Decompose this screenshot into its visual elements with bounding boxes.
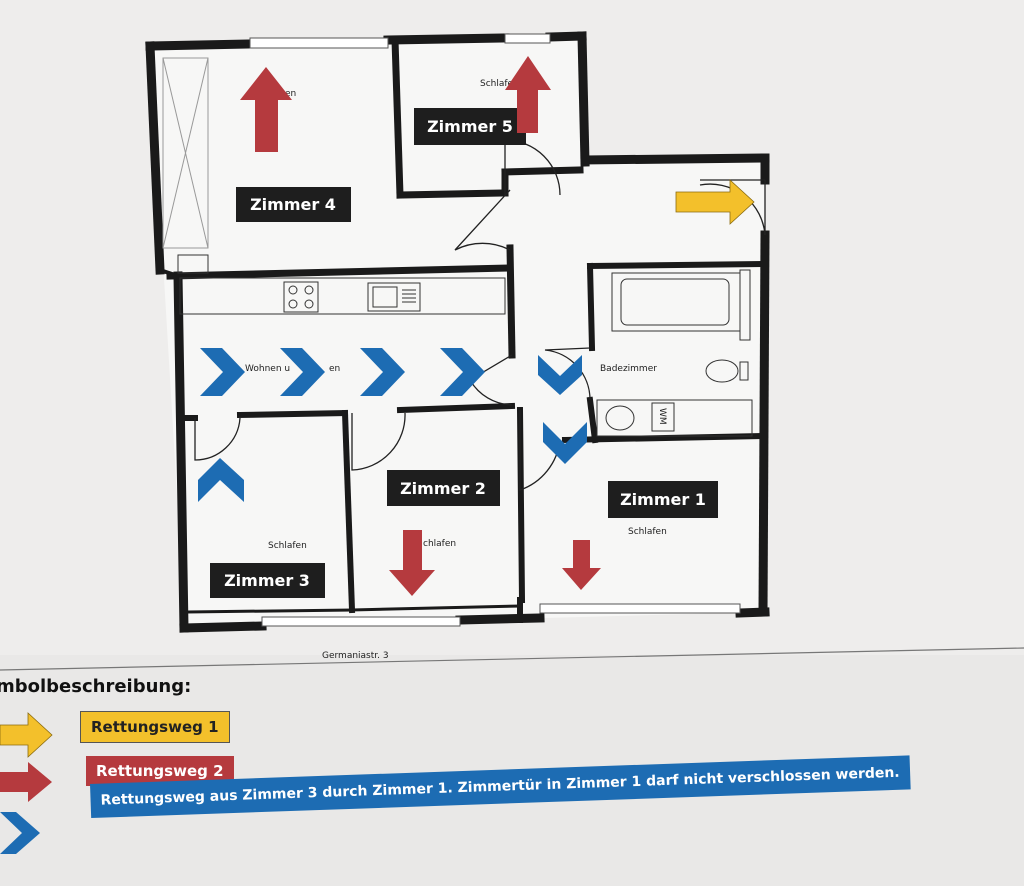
blue-chevron-icon — [280, 348, 325, 396]
blue-chevron-icon — [360, 348, 405, 396]
red-arrow-icon — [505, 56, 551, 133]
blue-chevron-icon — [538, 355, 582, 395]
room-label-zimmer2: Zimmer 2 — [387, 470, 500, 506]
svg-text:Zimmer 2: Zimmer 2 — [400, 479, 486, 498]
wardrobe — [162, 57, 209, 274]
walls — [145, 31, 770, 633]
legend-red-arrow-icon — [0, 762, 52, 802]
sheet-divider — [0, 647, 1024, 671]
room-label-zimmer5: Zimmer 5 — [414, 108, 526, 145]
svg-text:Zimmer 3: Zimmer 3 — [224, 571, 310, 590]
svg-text:Zimmer 1: Zimmer 1 — [620, 490, 706, 509]
kitchen-counter — [179, 277, 506, 315]
yellow-arrow-icon — [675, 179, 755, 225]
svg-text:Zimmer 5: Zimmer 5 — [427, 117, 513, 136]
red-arrow-icon — [389, 530, 435, 596]
svg-text:Zimmer 4: Zimmer 4 — [250, 195, 336, 214]
label-address: Germaniastr. 3 — [322, 651, 389, 661]
windows — [249, 33, 741, 627]
label-washing-machine: WM — [657, 408, 667, 425]
label-schlafen-zimmer5: Schlafe — [480, 79, 514, 89]
red-arrow-icon — [240, 67, 292, 152]
red-arrow-icon — [562, 540, 601, 590]
label-badezimmer: Badezimmer — [600, 364, 657, 374]
label-zimmer4-partial: en — [285, 89, 296, 99]
floor-area — [150, 35, 765, 628]
label-wohnen: Wohnen u — [245, 364, 290, 374]
legend-blue-chevron-icon — [0, 812, 40, 854]
room-label-zimmer4: Zimmer 4 — [236, 187, 351, 222]
bathroom-fixtures — [596, 269, 753, 437]
label-schlafen-zimmer1: Schlafen — [628, 527, 667, 537]
legend-yellow-arrow-icon — [0, 712, 53, 758]
blue-chevron-icon — [200, 348, 245, 396]
blue-chevron-icon — [198, 458, 244, 502]
room-label-zimmer1: Zimmer 1 — [608, 481, 718, 518]
label-schlafen-zimmer2: chlafen — [423, 539, 456, 549]
blue-chevron-icon — [543, 422, 587, 464]
blue-chevron-icon — [440, 348, 485, 396]
legend-rettungsweg-1: Rettungsweg 1 — [80, 711, 230, 743]
room-label-zimmer3: Zimmer 3 — [210, 563, 325, 598]
label-schlafen-zimmer3: Schlafen — [268, 541, 307, 551]
legend-title: mbolbeschreibung: — [0, 676, 192, 697]
label-wohnen-end: en — [329, 364, 340, 374]
